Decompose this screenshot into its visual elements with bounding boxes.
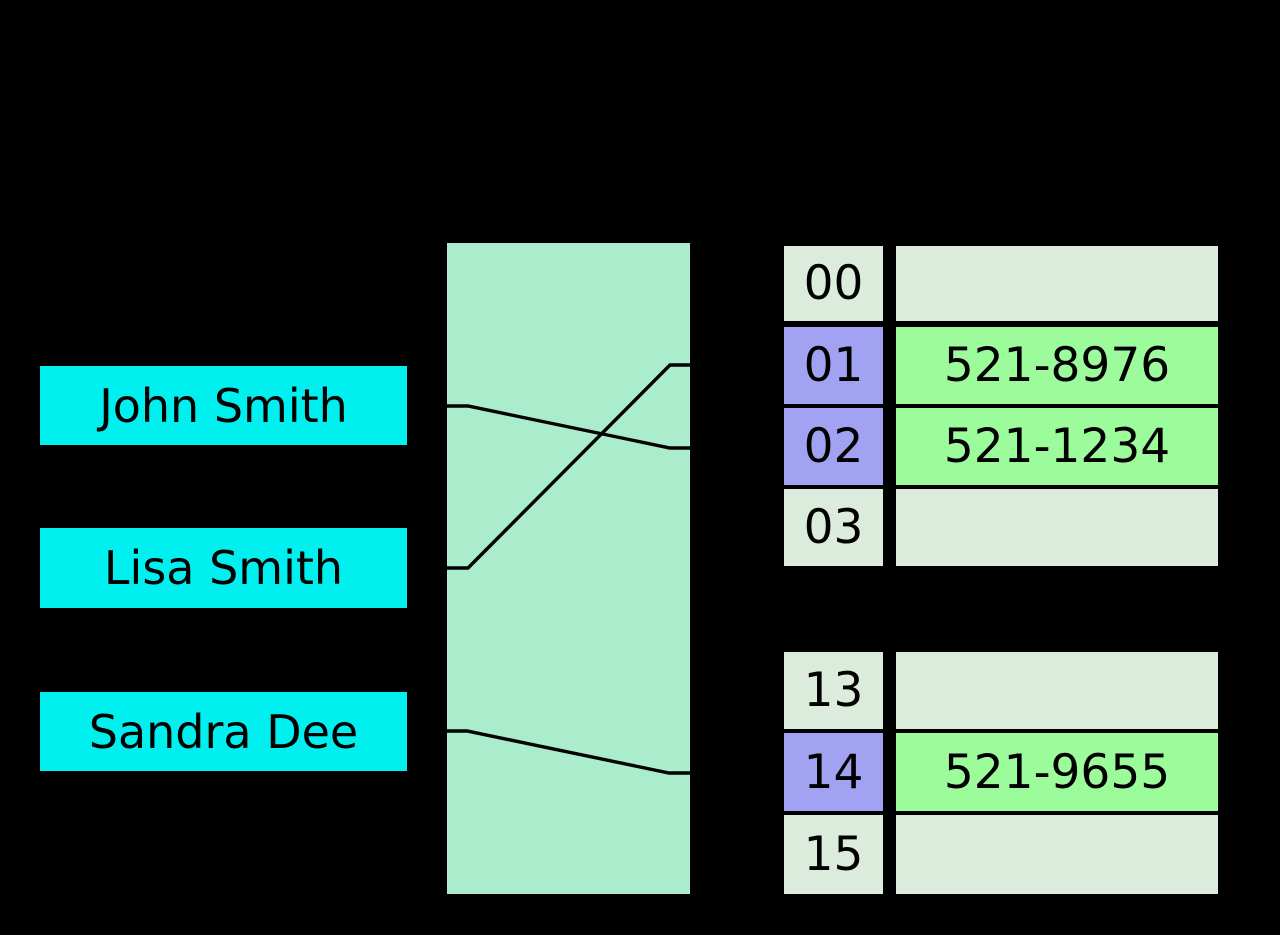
key-label-lisa-smith: Lisa Smith (103, 541, 344, 595)
bucket-value-label: 521-9655 (943, 744, 1171, 800)
bucket-value-label: 521-8976 (943, 338, 1171, 393)
bucket-index-label: 13 (803, 663, 864, 718)
bucket-value-cell-13 (896, 652, 1218, 729)
bucket-value-cell-00 (896, 246, 1218, 321)
bucket-index-label: 15 (803, 827, 864, 882)
bucket-index-label: 01 (803, 338, 864, 393)
bucket-index-cell-00: 00 (784, 246, 883, 321)
bucket-index-label: 02 (803, 419, 864, 474)
bucket-index-cell-03: 03 (784, 489, 883, 566)
bucket-index-label: 00 (803, 256, 864, 311)
bucket-value-label: 521-1234 (943, 419, 1171, 474)
key-label-john-smith: John Smith (99, 378, 348, 433)
bucket-index-cell-14: 14 (784, 733, 883, 811)
bucket-value-cell-15 (896, 815, 1218, 894)
bucket-index-label: 14 (803, 744, 864, 800)
bucket-index-cell-13: 13 (784, 652, 883, 729)
bucket-value-cell-14: 521-9655 (896, 733, 1218, 811)
bucket-value-cell-03 (896, 489, 1218, 566)
key-box-lisa-smith: Lisa Smith (40, 528, 407, 608)
bucket-value-cell-02: 521-1234 (896, 408, 1218, 485)
bucket-index-label: 03 (803, 500, 864, 555)
bucket-index-cell-15: 15 (784, 815, 883, 894)
bucket-index-cell-01: 01 (784, 327, 883, 404)
bucket-value-cell-01: 521-8976 (896, 327, 1218, 404)
hash-function-box (447, 243, 690, 894)
bucket-index-cell-02: 02 (784, 408, 883, 485)
key-box-john-smith: John Smith (40, 366, 407, 445)
key-label-sandra-dee: Sandra Dee (88, 704, 359, 759)
key-box-sandra-dee: Sandra Dee (40, 692, 407, 771)
